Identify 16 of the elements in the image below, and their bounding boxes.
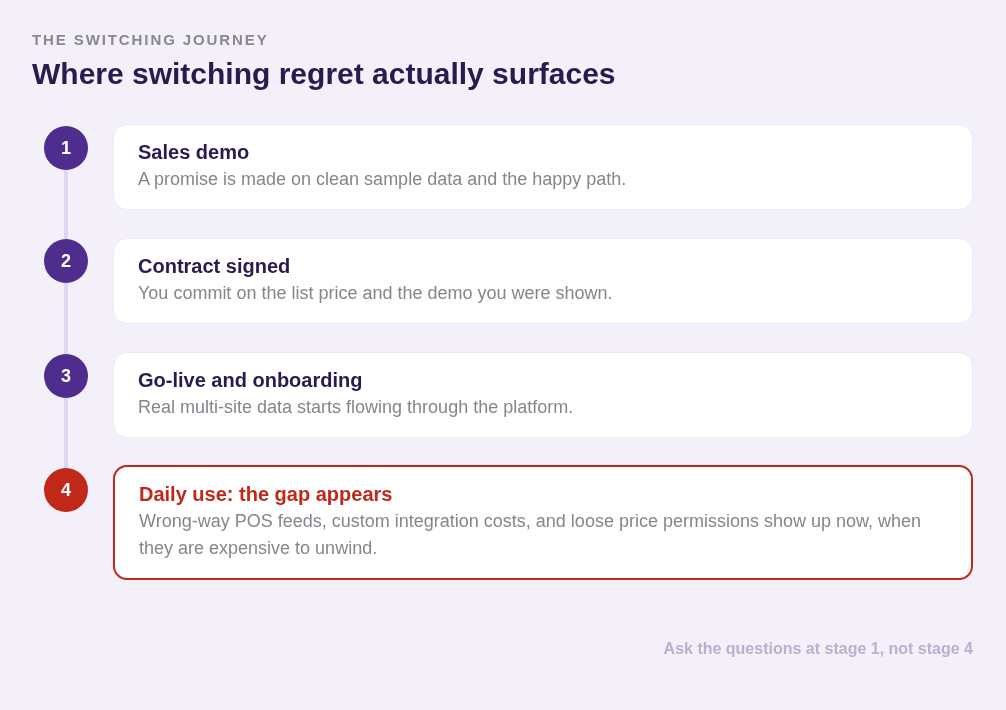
eyebrow-heading: THE SWITCHING JOURNEY [32, 31, 269, 49]
stage-description: A promise is made on clean sample data and the happy path. [138, 168, 628, 191]
page-title: Where switching regret actually surfaces [32, 56, 616, 92]
step-number-marker: 1 [44, 126, 88, 170]
stage-title: Sales demo [138, 140, 251, 165]
stage-title: Daily use: the gap appears [139, 482, 394, 507]
step-number-marker: 2 [44, 239, 88, 283]
stage-description: Wrong-way POS feeds, custom integration costs, and loose price permissions show up now, when they are expensive to unwind. [139, 510, 923, 560]
footer-note: Ask the questions at stage 1, not stage 4 [663, 639, 973, 659]
stage-card [113, 465, 973, 580]
step-number-marker: 4 [44, 468, 88, 512]
stage-description: You commit on the list price and the demo you were shown. [138, 282, 614, 305]
stage-title: Go-live and onboarding [138, 368, 364, 393]
stage-description: Real multi-site data starts flowing through the platform. [138, 396, 575, 419]
stage-title: Contract signed [138, 254, 292, 279]
step-number-marker: 3 [44, 354, 88, 398]
